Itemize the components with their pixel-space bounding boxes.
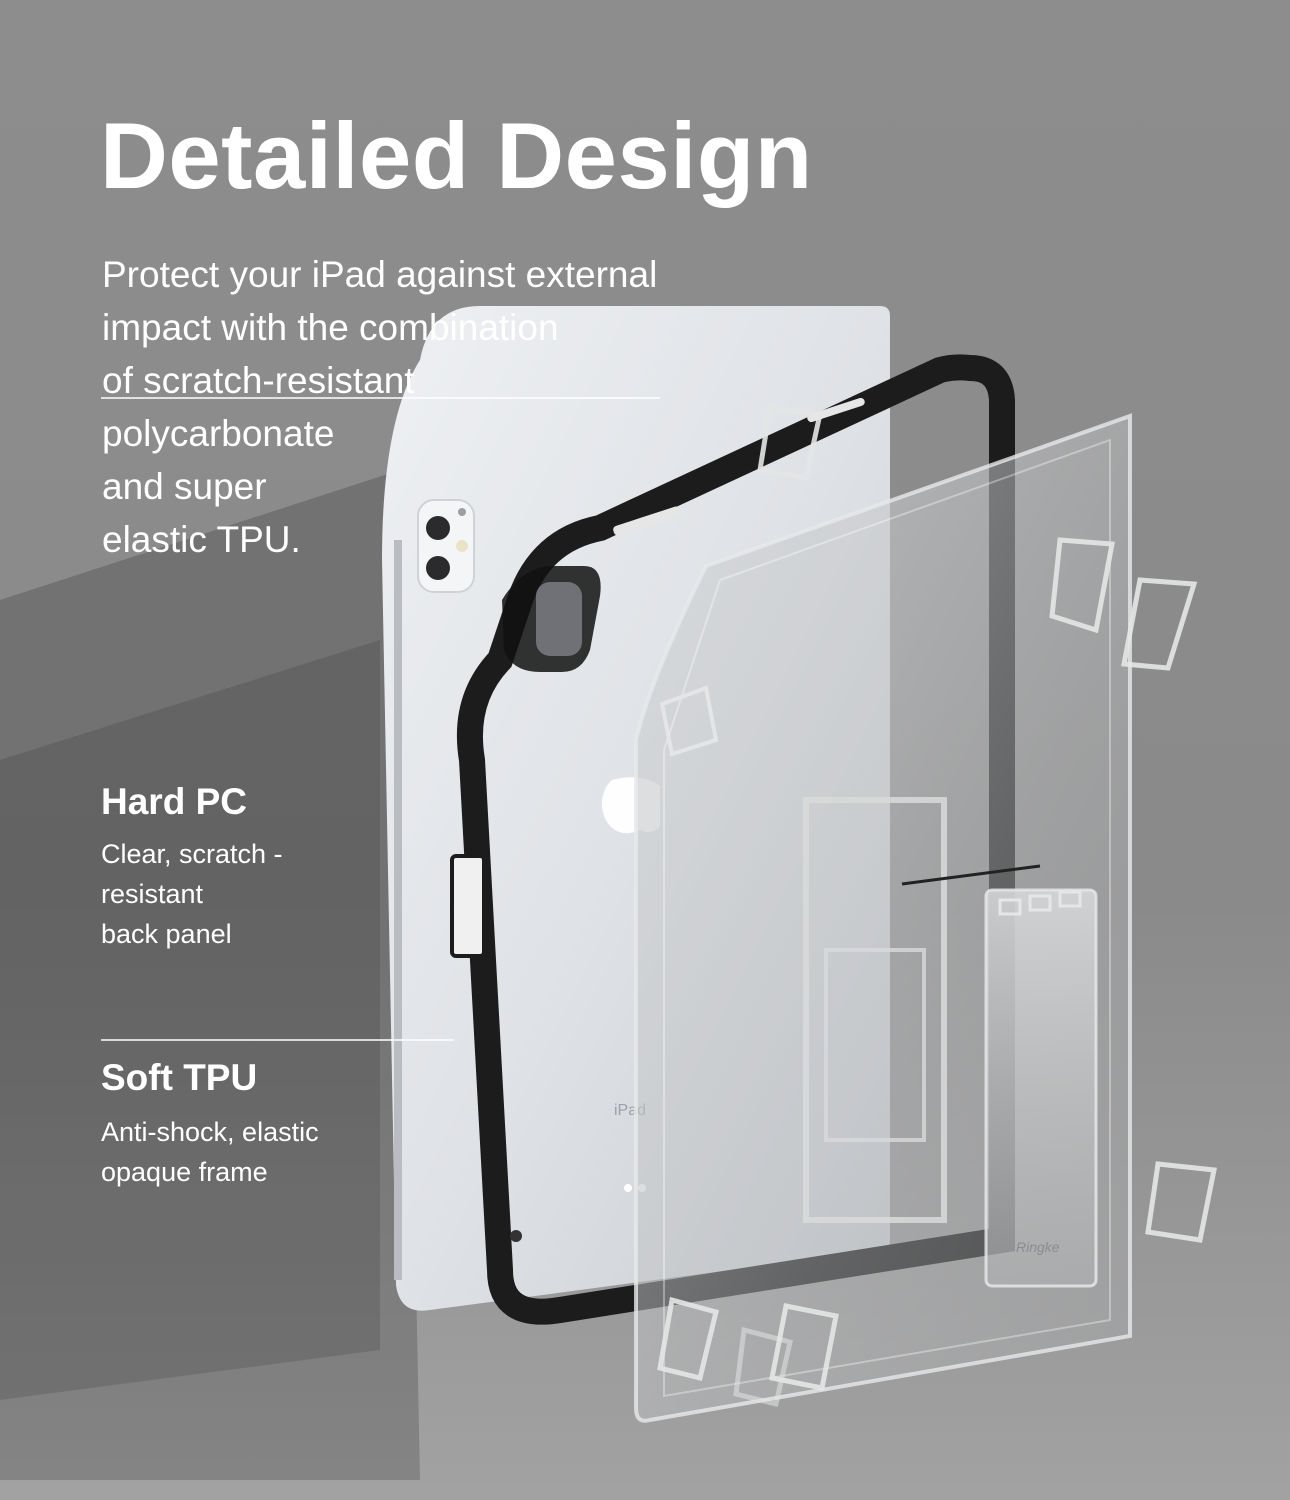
intro-line: and super [102, 466, 267, 507]
intro-line: polycarbonate [102, 413, 335, 454]
hard-pc-line: back panel [101, 919, 232, 949]
hard-pc-line: resistant [101, 879, 204, 909]
soft-tpu-line: opaque frame [101, 1157, 268, 1187]
intro-line: of scratch-resistant [102, 360, 415, 401]
intro-line: elastic TPU. [102, 519, 301, 560]
clip-pieces [657, 405, 1217, 1408]
soft-tpu-title: Soft TPU [101, 1057, 258, 1098]
intro-line: impact with the combination [102, 307, 559, 348]
hard-pc-title: Hard PC [101, 781, 247, 822]
soft-tpu-description: Anti-shock, elastic opaque frame [101, 1112, 319, 1192]
cast-shadow [0, 470, 420, 1480]
brand-mark: Ringke [1016, 1239, 1060, 1255]
kickstand-panel: Ringke [984, 888, 1098, 1288]
hard-pc-description: Clear, scratch - resistant back panel [101, 834, 283, 954]
soft-tpu-line: Anti-shock, elastic [101, 1117, 319, 1147]
hard-pc-line: Clear, scratch - [101, 839, 283, 869]
intro-line: Protect your iPad against external [102, 254, 658, 295]
intro-paragraph: Protect your iPad against external impac… [102, 248, 657, 566]
page-title: Detailed Design [100, 103, 813, 208]
